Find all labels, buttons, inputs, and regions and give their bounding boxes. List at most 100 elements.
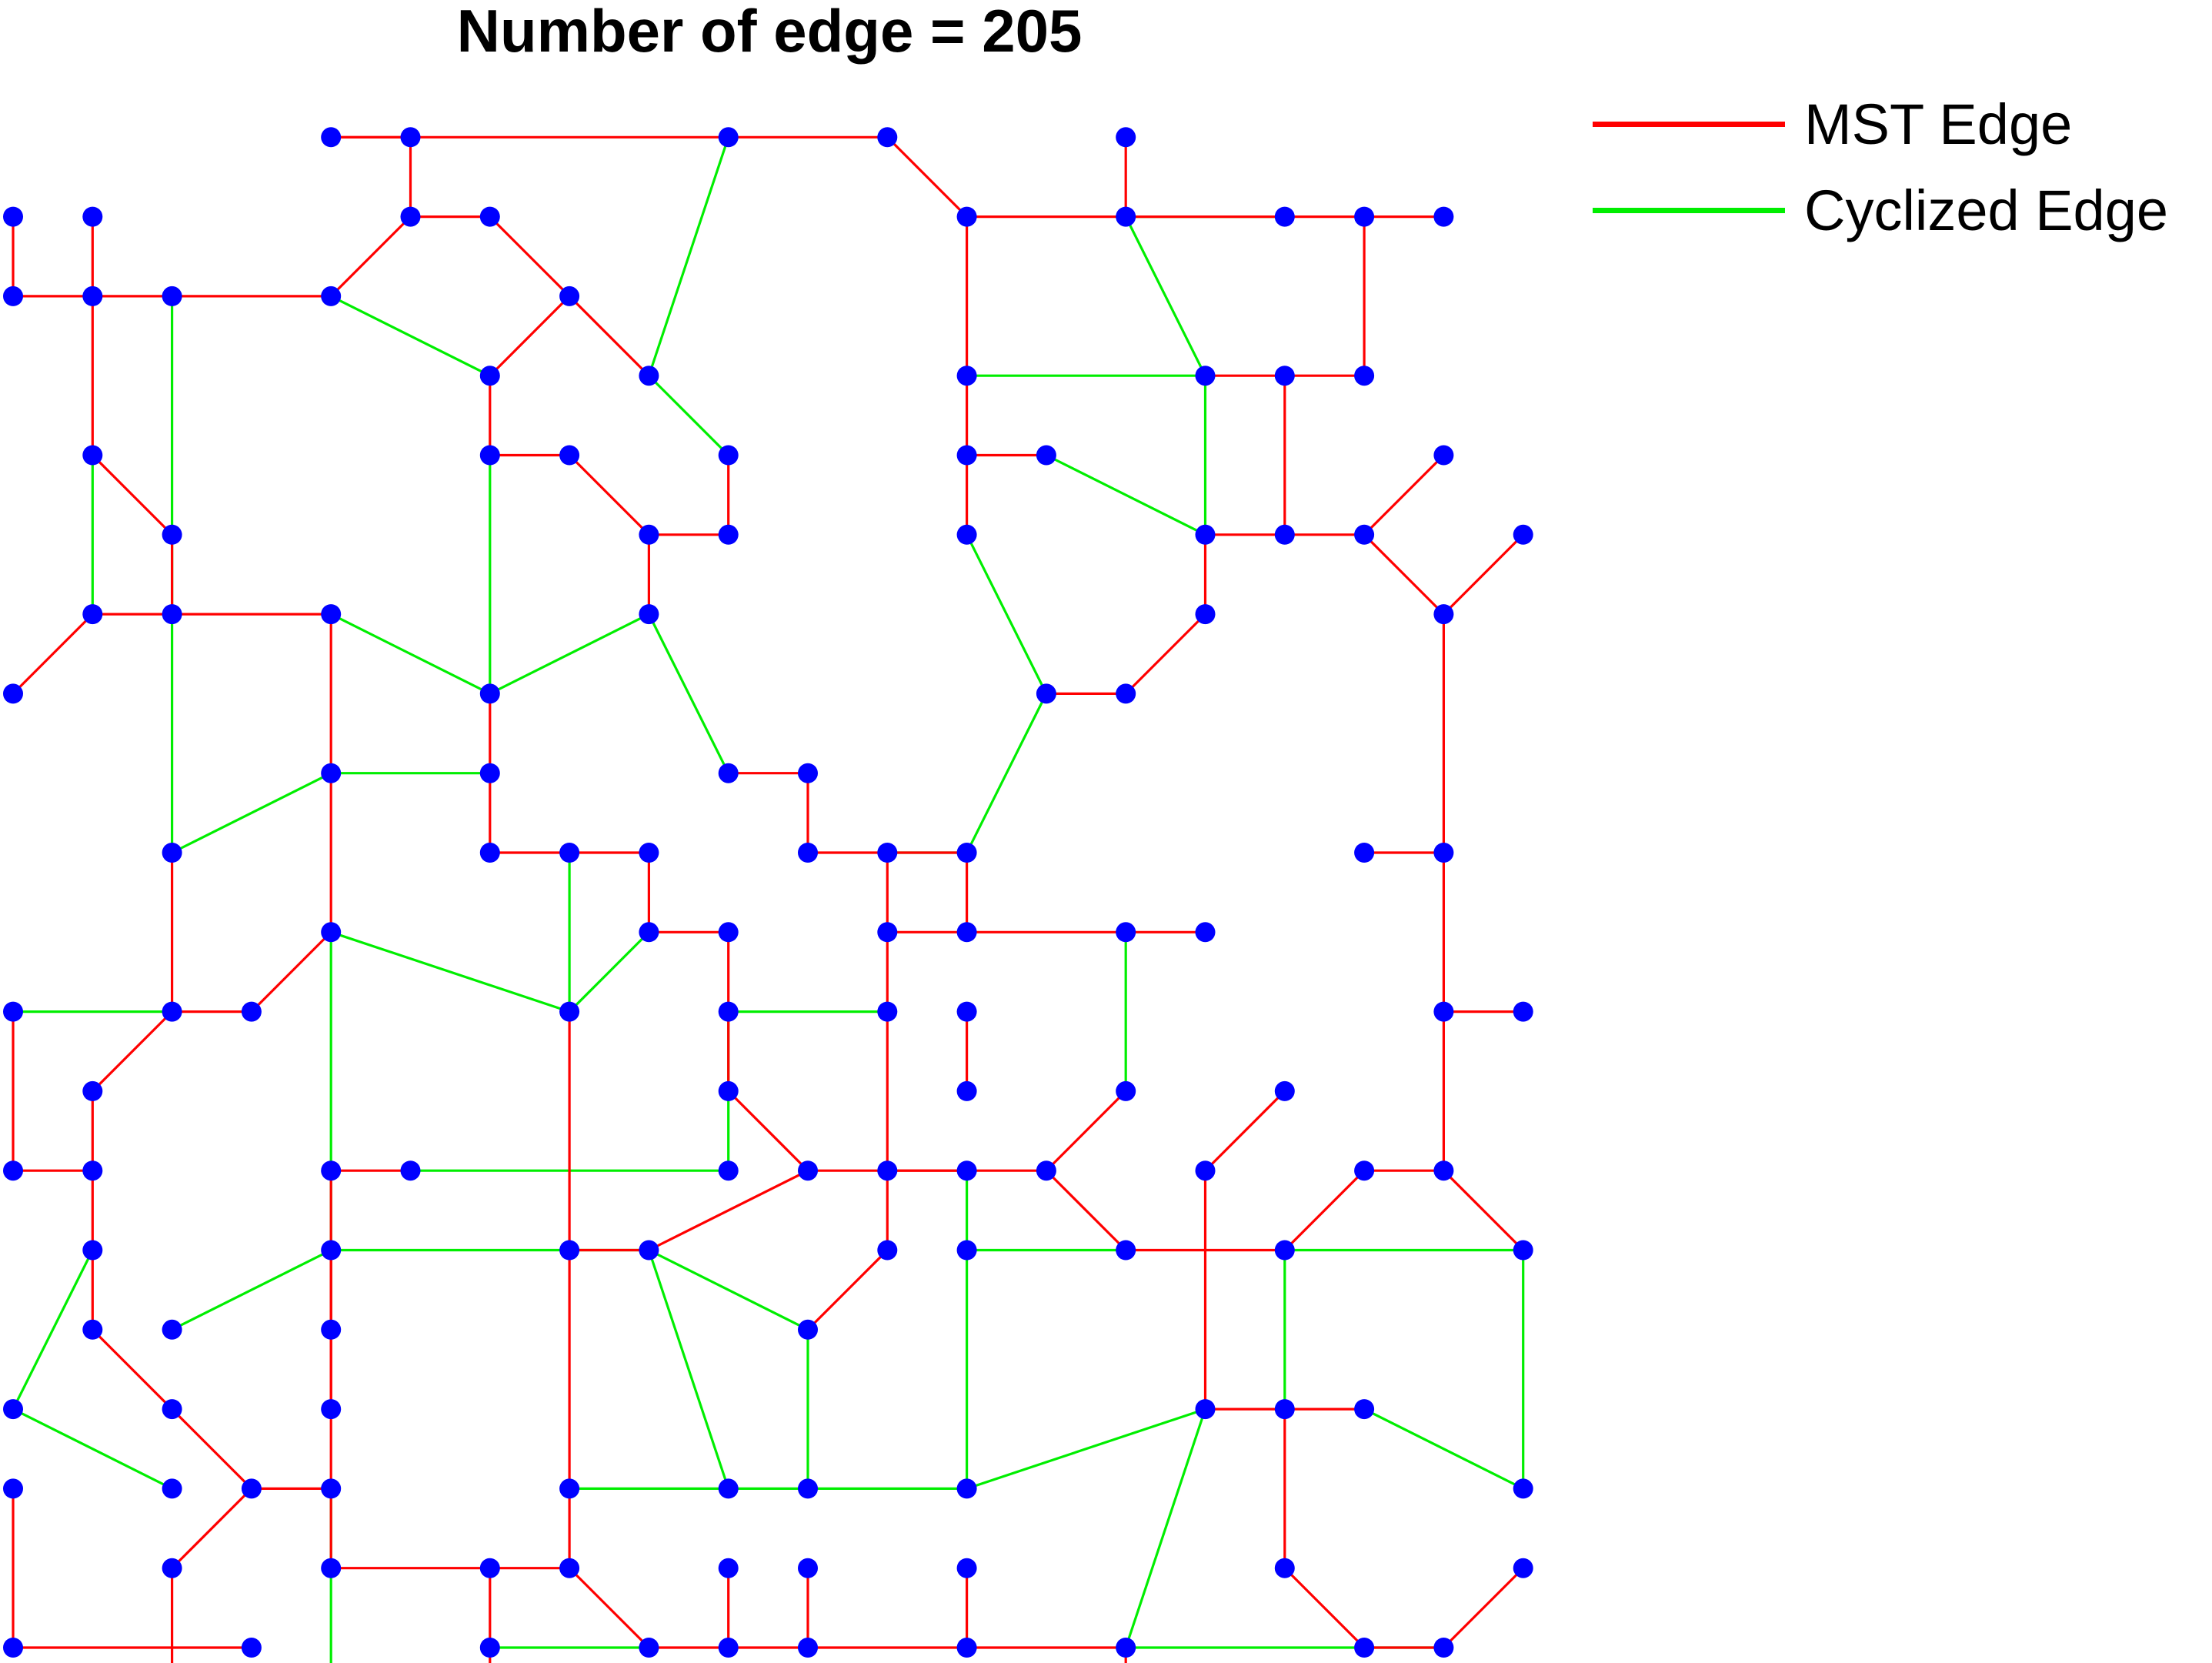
graph-node xyxy=(321,286,342,306)
graph-node xyxy=(162,524,182,545)
graph-node xyxy=(241,1638,262,1658)
cyclized-edge xyxy=(171,772,332,854)
graph-node xyxy=(321,604,342,625)
graph-node xyxy=(1195,1160,1216,1181)
graph-node xyxy=(479,1638,500,1658)
graph-node xyxy=(321,922,342,943)
graph-node xyxy=(798,1160,818,1181)
graph-node xyxy=(559,1478,580,1499)
graph-node xyxy=(162,1558,182,1578)
graph-node xyxy=(3,1160,23,1181)
graph-node xyxy=(479,843,500,863)
graph-node xyxy=(956,366,977,386)
graph-node xyxy=(956,1240,977,1261)
graph-node xyxy=(479,683,500,704)
mst-edge xyxy=(568,1567,650,1649)
graph-node xyxy=(1354,524,1375,545)
graph-node xyxy=(877,922,898,943)
graph-node xyxy=(798,843,818,863)
graph-node xyxy=(1433,843,1454,863)
graph-node xyxy=(718,1001,739,1022)
graph-node xyxy=(162,1399,182,1420)
graph-node xyxy=(1036,445,1056,466)
graph-node xyxy=(1195,604,1216,625)
mst-edge xyxy=(1443,533,1524,616)
graph-node xyxy=(162,1478,182,1499)
node-layer xyxy=(3,127,1533,1658)
graph-node xyxy=(162,843,182,863)
legend-swatch-mst xyxy=(1593,122,1785,127)
graph-node xyxy=(877,1160,898,1181)
graph-node xyxy=(639,843,659,863)
graph-node xyxy=(1036,683,1056,704)
graph-node xyxy=(479,206,500,227)
cyclized-edge xyxy=(330,613,491,695)
cyclized-edge xyxy=(1124,1408,1207,1648)
graph-node xyxy=(3,286,23,306)
cyclized-edge xyxy=(647,136,730,376)
mst-edge xyxy=(1283,1170,1366,1251)
mst-edge xyxy=(1443,1170,1524,1251)
graph-node xyxy=(1274,366,1295,386)
graph-node xyxy=(1433,206,1454,227)
graph-node xyxy=(82,1319,103,1340)
graph-node xyxy=(1274,1240,1295,1261)
graph-node xyxy=(798,1558,818,1578)
graph-node xyxy=(3,1001,23,1022)
mst-edge xyxy=(1363,533,1445,616)
graph-node xyxy=(241,1001,262,1022)
graph-node xyxy=(718,445,739,466)
graph-node xyxy=(956,843,977,863)
graph-node xyxy=(956,1638,977,1658)
cyclized-edge xyxy=(647,613,730,774)
graph-node xyxy=(1433,1160,1454,1181)
graph-node xyxy=(1116,1240,1136,1261)
graph-node xyxy=(639,1240,659,1261)
graph-node xyxy=(559,286,580,306)
mst-edge xyxy=(12,613,94,695)
graph-node xyxy=(400,1160,421,1181)
graph-node xyxy=(956,1001,977,1022)
graph-node xyxy=(241,1478,262,1499)
graph-node xyxy=(82,604,103,625)
graph-node xyxy=(877,843,898,863)
mst-edge xyxy=(250,931,332,1013)
graph-node xyxy=(82,1160,103,1181)
cyclized-edge xyxy=(648,375,729,456)
graph-node xyxy=(3,206,23,227)
cyclized-edge xyxy=(1046,454,1206,536)
mst-edge xyxy=(886,136,968,218)
graph-node xyxy=(162,1319,182,1340)
mst-edge xyxy=(648,1169,809,1251)
graph-node xyxy=(718,1080,739,1101)
graph-node xyxy=(718,922,739,943)
graph-node xyxy=(1433,445,1454,466)
graph-node xyxy=(559,843,580,863)
graph-node xyxy=(956,445,977,466)
graph-node xyxy=(798,1478,818,1499)
graph-node xyxy=(1274,1399,1295,1420)
graph-node xyxy=(321,763,342,783)
graph-node xyxy=(718,524,739,545)
mst-edge xyxy=(1125,613,1206,695)
graph-node xyxy=(479,1558,500,1578)
graph-node xyxy=(479,366,500,386)
graph-node xyxy=(639,604,659,625)
graph-node xyxy=(479,445,500,466)
mst-edge xyxy=(92,1328,173,1411)
graph-node xyxy=(3,1478,23,1499)
graph-node xyxy=(1036,1160,1056,1181)
graph-node xyxy=(639,524,659,545)
cyclized-edge xyxy=(12,1408,173,1490)
graph-node xyxy=(718,763,739,783)
graph-node xyxy=(1513,1240,1533,1261)
graph-node xyxy=(559,445,580,466)
graph-node xyxy=(956,524,977,545)
mst-edge xyxy=(92,1010,173,1093)
graph-node xyxy=(956,1080,977,1101)
cyclized-edge xyxy=(1363,1408,1524,1490)
mst-edge xyxy=(727,1090,809,1172)
figure-title: Number of edge = 205 xyxy=(456,0,1083,65)
legend-label-mst: MST Edge xyxy=(1804,92,2073,156)
